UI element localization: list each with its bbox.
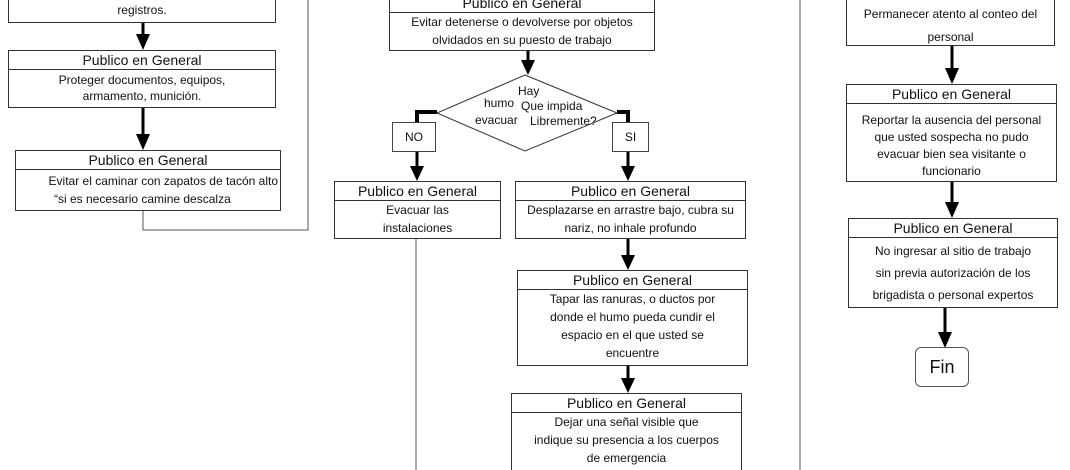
- arrow: [521, 50, 535, 75]
- connector-line: [142, 0, 309, 231]
- process-box: Publico en General Reportar la ausencia …: [846, 84, 1057, 182]
- process-box: Publico en General Evacuar las instalaci…: [334, 181, 501, 239]
- process-box: Publico en General Proteger documentos, …: [8, 50, 276, 108]
- box-body: “si es necesario camine descalza: [54, 192, 231, 206]
- box-header: Publico en General: [390, 0, 654, 13]
- box-header: Publico en General: [849, 219, 1057, 238]
- arrow: [136, 23, 150, 50]
- arrow: [621, 238, 635, 270]
- box-body: Evitar detenerse o devolverse por objeto…: [411, 15, 633, 47]
- process-box: Publico en General Tapar las ranuras, o …: [517, 270, 748, 366]
- box-body: Tapar las ranuras, o ductos por donde el…: [549, 292, 716, 360]
- box-header: Publico en General: [16, 151, 280, 170]
- box-body: Proteger documentos, equipos, armamento,…: [58, 73, 226, 103]
- end-terminal: Fin: [915, 347, 969, 387]
- box-header: Publico en General: [335, 182, 500, 201]
- arrow: [938, 307, 952, 348]
- arrow: [945, 45, 959, 84]
- box-header: Publico en General: [518, 271, 747, 290]
- box-body: Evacuar las instalaciones: [382, 203, 453, 235]
- process-box: Publico en General Dejar una señal visib…: [511, 393, 742, 470]
- process-box: Publico en General Evitar detenerse o de…: [389, 0, 655, 51]
- process-box: registros.: [8, 0, 276, 23]
- decision-text: Hay: [518, 84, 540, 98]
- process-box: Permanecer atento al conteo del personal: [846, 0, 1055, 46]
- box-body: No ingresar al sitio de trabajo sin prev…: [872, 244, 1034, 302]
- box-body: Reportar la ausencia del personal que us…: [861, 113, 1042, 178]
- decision-text: humo: [484, 96, 515, 110]
- box-body: Dejar una señal visible que indique su p…: [534, 415, 719, 465]
- arrow: [945, 181, 959, 218]
- box-body: Desplazarse en arrastre bajo, cubra su n…: [527, 203, 734, 235]
- arrow: [410, 151, 424, 181]
- box-body: Evitar el caminar con zapatos de tacón a…: [48, 174, 278, 188]
- box-header: Publico en General: [9, 51, 275, 70]
- decision-diamond: [435, 74, 619, 152]
- decision-text: evacuar: [475, 113, 518, 127]
- box-header: Publico en General: [847, 85, 1056, 104]
- si-branch-label: SI: [612, 122, 649, 152]
- process-box: Publico en General No ingresar al sitio …: [848, 218, 1058, 308]
- process-box: Publico en General Desplazarse en arrast…: [515, 181, 746, 239]
- process-box: Publico en General Evitar el caminar con…: [15, 150, 281, 211]
- decision-text: Libremente?: [530, 114, 597, 128]
- box-header: Publico en General: [516, 182, 745, 201]
- arrow: [621, 151, 635, 181]
- no-branch-label: NO: [392, 122, 436, 152]
- box-body: registros.: [117, 3, 167, 17]
- arrow: [136, 108, 150, 150]
- arrow: [621, 365, 635, 393]
- box-header: Publico en General: [512, 394, 741, 413]
- decision-text: Que impida: [521, 99, 583, 113]
- box-body: Permanecer atento al conteo del personal: [863, 7, 1038, 44]
